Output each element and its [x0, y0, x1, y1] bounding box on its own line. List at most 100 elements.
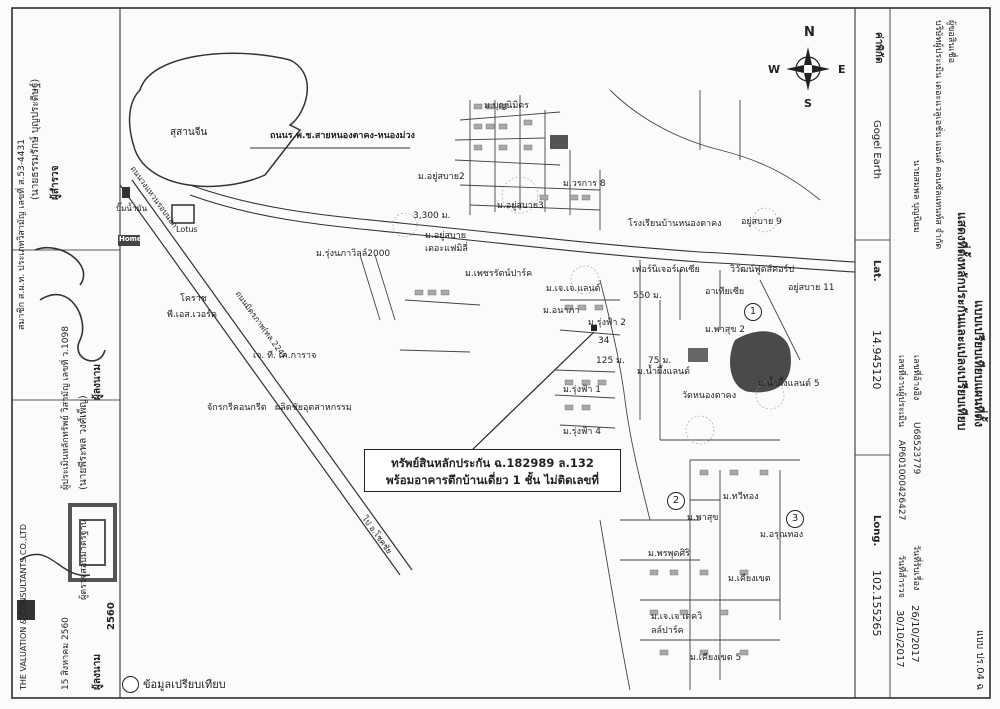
gas-station-label: ปั๊มน้ำมัน: [116, 204, 148, 213]
lotus-logo-mark: [171, 204, 195, 224]
rungfa2-label: ม.รุ่งฟ้า 2: [588, 318, 627, 328]
yusabai-family-label: ม.อยู่สบาย เดอะแฟมิลี่: [425, 231, 468, 254]
homepro-label: HomePro: [119, 235, 156, 243]
survey-date-label: วันที่สำรวจ: [896, 555, 906, 598]
compass: [786, 47, 830, 91]
form-title: แบบเปรียบเทียบแผนที่ตั้ง: [972, 300, 986, 427]
form-subtitle: แสดงที่ตั้งหลักประกันและแปลงเปรียบเทียบ: [955, 212, 969, 431]
highway-line-2: [131, 179, 413, 571]
rungfa1-label: ม.รุ่งฟ้า 1: [563, 385, 602, 395]
petch-rot-label: ม.เพชรรัตน์ปาร์ค: [465, 269, 533, 279]
applicant-label: ผู้ขอสินเชื่อ: [946, 20, 956, 64]
official-stamp: [68, 503, 117, 582]
comparable-marker-1[interactable]: 1: [744, 303, 762, 321]
chiangkhet-label: ม.เคียงเขต: [728, 574, 771, 584]
signer-title: ผู้ประเมินหลักทรัพย์ วิสามัญ เลขที่ ว.10…: [61, 326, 71, 490]
lat-value: 14.945120: [870, 330, 883, 390]
bunnimit-label: ม.บุญนิมิตร: [484, 101, 529, 111]
appraiser-name: (นายธรรมรักษ์ บุญประดิษฐ์): [30, 78, 41, 200]
rungfa4-label: ม.รุ่งฟ้า 4: [563, 427, 602, 437]
long-label: Long.: [871, 515, 882, 547]
yusabai9-label: อยู่สบาย 9: [741, 217, 782, 227]
dark-block: [550, 135, 568, 149]
signature-scrawl-2: [19, 553, 91, 577]
distance-75: 75 ม.: [648, 356, 672, 366]
thoethong-label: ม.ทวีทอง: [723, 492, 759, 502]
rungnapa-label: ม.รุ่งนภาวิลล์2000: [316, 249, 391, 259]
compass-e: E: [838, 63, 846, 76]
value-34: 34: [598, 336, 610, 346]
jk-garage-label: เจ. ที. เค.การาจ: [253, 351, 317, 361]
company-name: บริษัทผู้ประเมิน เดอะแวลูเอชั่น แอนด์ คอ…: [933, 20, 943, 250]
nam-phueng5-label: ม.น้ำผึ้งแลนด์ 5: [758, 379, 820, 389]
industry-label: ผลิตชัยอุตสาหกรรม: [275, 403, 352, 413]
village-streets: [359, 89, 821, 691]
chiangkhet5-label: ม.เคียงเขต 5: [690, 653, 742, 663]
distance-125: 125 ม.: [596, 356, 625, 366]
rpch-road-2: [189, 194, 856, 273]
legend: ข้อมูลเปรียบเทียบ: [122, 675, 226, 693]
cemetery-outline: [128, 52, 309, 188]
legend-label: ข้อมูลเปรียบเทียบ: [143, 678, 226, 691]
approver-label: ผู้ลงนาม: [92, 654, 103, 690]
signer-name: (นายพีระพล วงศ์เพ็ญ): [78, 395, 89, 490]
callout-leader: [469, 331, 595, 453]
worakarn-label: ม.วรการ 8: [563, 179, 606, 189]
dashed-markers: [392, 176, 785, 445]
long-value: 102.155265: [870, 570, 883, 637]
yusabai3-label: ม.อยู่สบาย3: [497, 201, 544, 211]
house-blocks: [414, 103, 769, 656]
yusabai2-label: ม.อยู่สบาย2: [418, 172, 465, 182]
ref-value: U68523779: [911, 422, 921, 475]
anaphak-label: ม.อนาภา: [543, 306, 580, 316]
survey-date-value: 30/10/2017: [894, 610, 905, 668]
legend-circle-icon: [122, 675, 139, 693]
lotus-label: Lotus: [176, 225, 198, 234]
gas-station-mark: [122, 187, 130, 198]
comparable-marker-2[interactable]: 2: [667, 492, 685, 510]
comparable-marker-3[interactable]: 3: [786, 510, 804, 528]
concrete-label: จักรกรีคอนกรีต: [207, 403, 267, 413]
signature-scrawl-1: [34, 247, 106, 362]
homepro-logo-mark: [118, 235, 140, 246]
callout-line-2: พร้อมอาคารตึกบ้านเดี่ยว 1 ชั้น ไม่ติดเลข…: [386, 472, 599, 487]
coords-source-value: Gogel Earth: [871, 120, 882, 180]
page-frame: [11, 7, 991, 699]
applicant-value: นายสมพล บุญนิยม: [911, 160, 921, 233]
company-logo-mark: [17, 600, 35, 620]
distance-550: 550 ม.: [633, 291, 662, 301]
appraiser-label: ผู้สำรวจ: [50, 165, 61, 200]
temple-label: วัดหนองตาคง: [682, 391, 737, 401]
art-kha-label: อาเทียเซีย: [705, 287, 745, 297]
subject-marker: [591, 325, 597, 331]
ref-label: เลขที่อ้างอิง: [911, 355, 921, 401]
appraiser-member: สมาชิก ส.ผ.ท. ประเภทวิสามัญ เลขที่ ส.53-…: [17, 139, 27, 330]
highway-line-1: [119, 184, 401, 576]
nam-phueng-label: ม.น้ำผึ้งแลนด์: [637, 367, 690, 377]
form-code: แบบ ปร.04 ฉ: [974, 630, 985, 690]
approver-title: ผู้ตรวจสอบมาตรฐาน: [79, 519, 89, 600]
jj-land-label: ม.เจ.เจ.แลนด์: [546, 284, 601, 294]
korat-label: โคราช: [180, 294, 207, 304]
comparable-name-3: ม.อรุณทอง: [760, 530, 804, 540]
coords-source-label: ค่าพิกัด: [873, 32, 884, 64]
pond: [730, 331, 791, 393]
job-no-value: AP6010004264​27: [896, 440, 906, 521]
valuation-date: 15 สิงหาคม 2560: [61, 617, 71, 690]
yusabai11-label: อยู่สบาย 11: [788, 283, 835, 293]
signer-label: ผู้ลงนาม: [92, 364, 103, 400]
jj-villa-label: ม.เจ.เจ เดควิลล์ปาร์ค: [651, 612, 703, 636]
school-label: โรงเรียนบ้านหนองตาคง: [628, 219, 722, 229]
furniture-label: เฟอร์นิเจอร์เตเซีย: [632, 265, 700, 275]
request-date-value: 26/10/2017: [909, 605, 920, 663]
compass-n: N: [804, 25, 815, 40]
wiwat-label: วิวัฒน์ฟูดส์คอร์ป: [730, 265, 795, 275]
comparable-name-2: ม.พาสุข: [687, 513, 719, 523]
request-date-label: วันที่รับเรื่อง: [911, 545, 921, 591]
company-english: THE VALUATION & CONSULTANTS CO.,LTD: [19, 524, 28, 690]
distance-3300: 3,300 ม.: [413, 211, 451, 221]
compass-s: S: [804, 97, 812, 110]
temple-block: [688, 348, 708, 362]
